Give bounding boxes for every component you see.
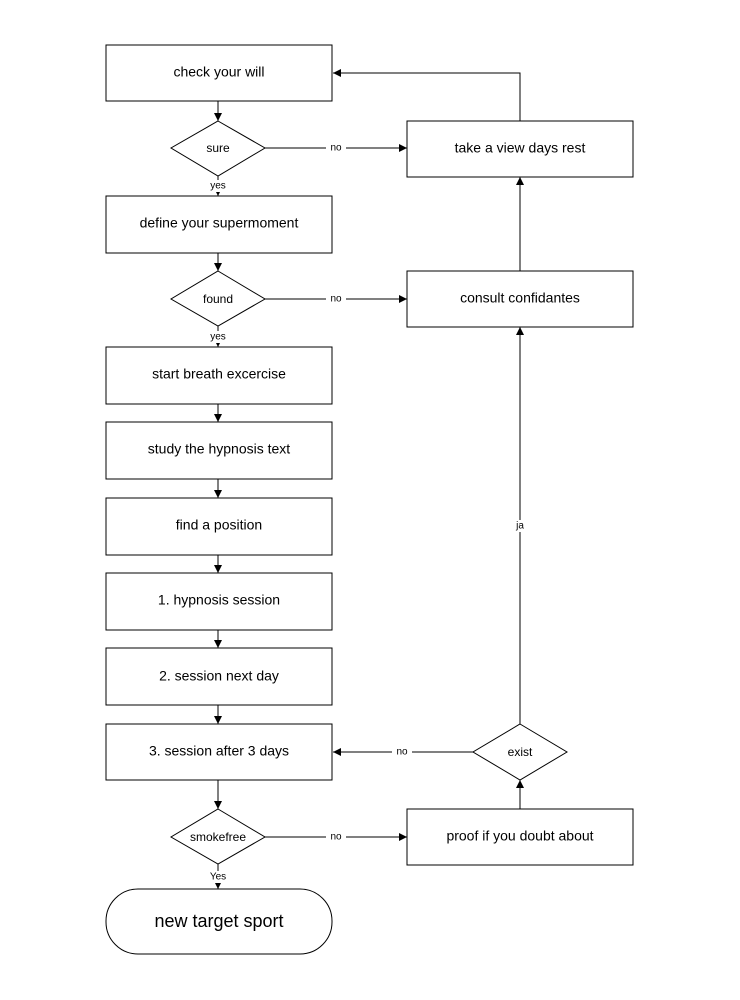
edge-label-smokefree-yes: Yes — [210, 872, 226, 883]
node-breath-excercise-label: start breath excercise — [152, 366, 286, 382]
node-session-2: 2. session next day — [105, 647, 333, 706]
node-take-rest-label: take a view days rest — [455, 140, 586, 156]
node-find-position-label: find a position — [176, 517, 262, 533]
node-take-rest: take a view days rest — [406, 120, 634, 178]
edge-label-sure-yes: yes — [210, 181, 226, 192]
edge-label-found-no: no — [330, 294, 342, 305]
node-define-supermoment: define your supermoment — [105, 195, 333, 254]
node-session-3-label: 3. session after 3 days — [149, 743, 289, 759]
node-study-text-label: study the hypnosis text — [148, 441, 291, 457]
node-consult: consult confidantes — [406, 270, 634, 328]
decision-smokefree: smokefree — [170, 808, 266, 865]
decision-smokefree-label: smokefree — [190, 830, 246, 844]
node-check-will-label: check your will — [173, 64, 264, 80]
edge-label-smokefree-no: no — [330, 832, 342, 843]
node-session-1-label: 1. hypnosis session — [158, 592, 280, 608]
node-consult-label: consult confidantes — [460, 290, 580, 306]
node-define-supermoment-label: define your supermoment — [140, 215, 299, 231]
edge-label-sure-no: no — [330, 143, 342, 154]
node-proof-doubt: proof if you doubt about — [406, 808, 634, 866]
node-check-will: check your will — [105, 44, 333, 102]
node-breath-excercise: start breath excercise — [105, 346, 333, 405]
edge-label-exist-no: no — [396, 747, 408, 758]
terminal-target-sport-label: new target sport — [154, 911, 283, 931]
terminal-target-sport: new target sport — [105, 888, 333, 955]
decision-exist: exist — [472, 723, 568, 781]
node-session-3: 3. session after 3 days — [105, 723, 333, 781]
edge-rest-to-check — [333, 69, 521, 121]
edge-label-exist-ja: ja — [515, 521, 524, 532]
node-session-1: 1. hypnosis session — [105, 572, 333, 631]
node-session-2-label: 2. session next day — [159, 668, 279, 684]
node-find-position: find a position — [105, 497, 333, 556]
edge-labels: yes no yes no no ja Yes no — [205, 142, 528, 883]
decision-exist-label: exist — [508, 745, 533, 759]
decision-found: found — [170, 270, 266, 327]
node-study-text: study the hypnosis text — [105, 421, 333, 480]
node-proof-doubt-label: proof if you doubt about — [446, 828, 593, 844]
edge-label-found-yes: yes — [210, 332, 226, 343]
decision-sure-label: sure — [206, 141, 230, 155]
decision-found-label: found — [203, 292, 233, 306]
decision-sure: sure — [170, 120, 266, 177]
